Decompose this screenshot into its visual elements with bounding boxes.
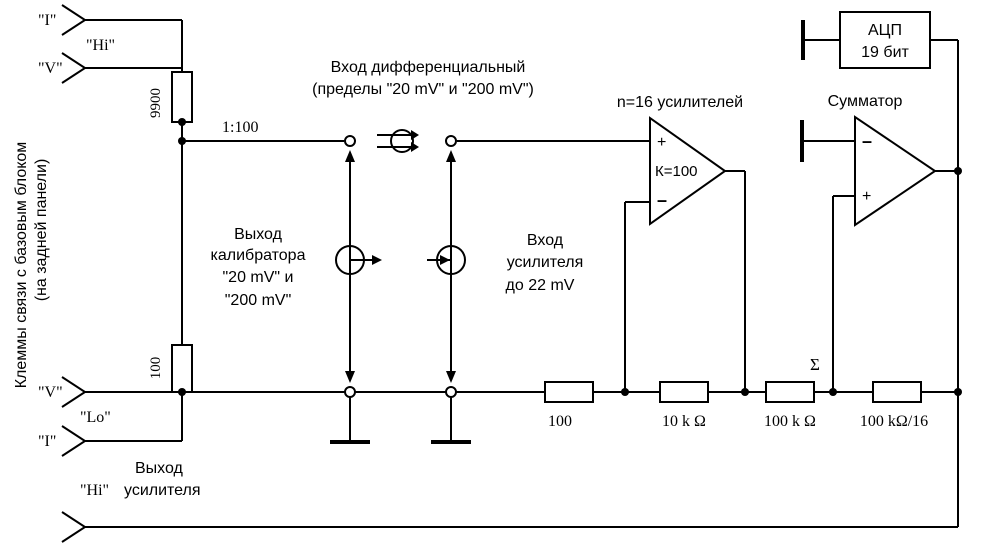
resistor-100k [765,381,815,403]
resistor-100-divider [171,344,193,393]
amp-input-source-icon [427,245,466,275]
calibrator-source-icon [335,245,382,275]
open-terminals [344,135,457,398]
calibrator-double-arrow [345,150,355,383]
amplifier-caption: n=16 усилителей [617,94,743,111]
summator-plus: + [862,188,871,205]
calibrator-line2: калибратора [211,247,306,264]
summator-triangle [854,115,937,227]
terminals-vertical-label-1: Клеммы связи с базовым блоком [13,142,30,389]
resistor-10k [659,381,709,403]
resistor-9900 [171,71,193,123]
resistor-100k-16 [872,381,922,403]
amplifier-plus: + [657,134,666,151]
terminals-vertical-label-2: (на задней панели) [33,159,50,302]
terminal-i-top: "I" [38,12,56,29]
summator-sigma: Σ [810,355,820,374]
resistor-100k-16-label: 100 kΩ/16 [860,413,928,430]
summator-minus: – [862,131,872,151]
terminal-lo: "Lo" [80,409,111,426]
calibrator-line3: "20 mV" и [223,269,294,286]
adc-line1: АЦП [868,22,902,39]
amp-input-line2: усилителя [507,254,584,271]
diff-input-icon [377,129,419,153]
summator-caption: Сумматор [828,93,903,110]
resistor-100-divider-label: 100 [148,357,164,380]
amp-out-line1: Выход [135,460,184,477]
junction-dots [178,118,962,396]
terminal-v-top: "V" [38,60,63,77]
amp-input-line3: до 22 mV [506,277,575,294]
calibrator-line4: "200 mV" [225,292,292,309]
diff-input-line1: Вход дифференциальный [331,59,526,76]
adc-line2: 19 бит [861,44,909,61]
resistor-100 [544,381,594,403]
resistor-100-label: 100 [548,413,572,430]
resistor-9900-label: 9900 [148,88,164,118]
resistor-10k-label: 10 k Ω [662,413,706,430]
diff-input-line2: (пределы "20 mV" и "200 mV") [312,81,534,98]
resistor-100k-label: 100 k Ω [764,413,816,430]
amplifier-minus: – [657,190,667,210]
wires [61,4,959,543]
calibrator-line1: Выход [234,226,283,243]
divider-ratio: 1:100 [222,119,258,136]
terminal-hi-bottom: "Hi" [80,482,109,499]
amp-out-line2: усилителя [124,482,201,499]
amp-input-line1: Вход [527,232,564,249]
terminal-hi-top: "Hi" [86,37,115,54]
amp-input-double-arrow [446,150,456,383]
amplifier-triangle [649,116,727,226]
terminal-v-bottom: "V" [38,384,63,401]
adc-box [839,11,931,69]
amplifier-gain: К=100 [655,163,698,180]
terminal-i-bottom: "I" [38,433,56,450]
